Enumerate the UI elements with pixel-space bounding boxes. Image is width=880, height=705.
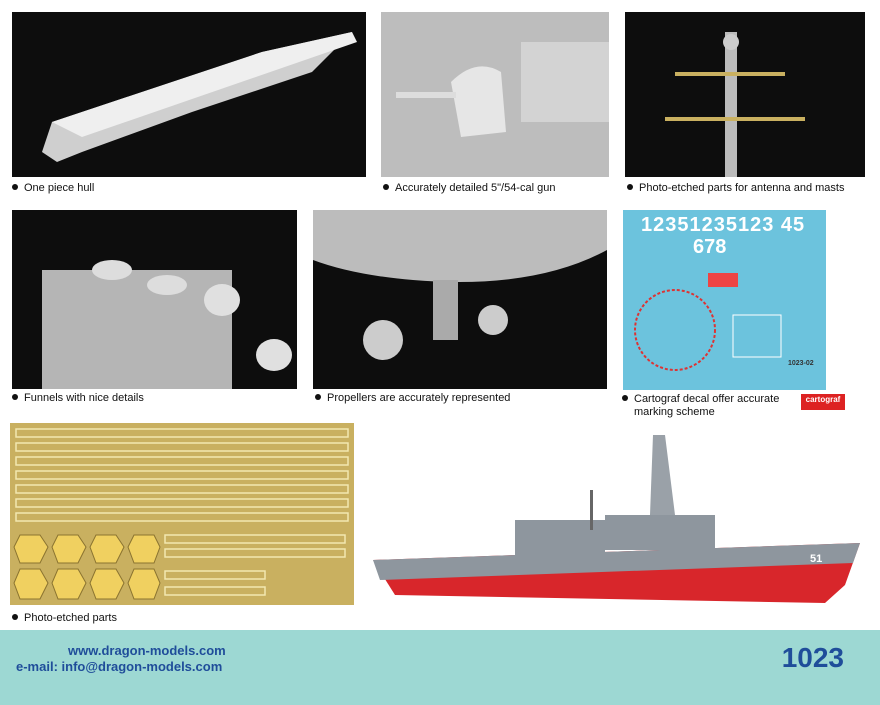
decal-numbers-mid: 678: [693, 236, 727, 258]
propellers-photo: [313, 210, 607, 389]
decal-sheet-code: 1023-02: [788, 360, 814, 367]
caption-pe: Photo-etched parts: [12, 612, 117, 625]
photo-etched-fret: [10, 423, 354, 605]
website-link[interactable]: www.dragon-models.com: [68, 643, 226, 658]
cartograf-logo: cartograf: [801, 394, 845, 410]
decal-sheet: 12351235123 45 678 1023-02: [623, 210, 826, 390]
decal-numbers-top: 12351235123 45: [641, 214, 806, 236]
ship-hull-number: 51: [810, 553, 823, 565]
caption-propellers: Propellers are accurately represented: [315, 392, 510, 405]
funnels-photo: [12, 210, 297, 389]
caption-masts: Photo-etched parts for antenna and masts: [627, 182, 844, 195]
product-number: 1023: [781, 642, 844, 673]
email-link[interactable]: e-mail: info@dragon-models.com: [16, 659, 223, 674]
ship-profile: 51: [365, 435, 865, 605]
masts-photo: [625, 12, 865, 177]
caption-gun: Accurately detailed 5"/54-cal gun: [383, 182, 555, 195]
caption-funnels: Funnels with nice details: [12, 392, 144, 405]
caption-hull: One piece hull: [12, 182, 94, 195]
gun-photo: [381, 12, 609, 177]
footer: www.dragon-models.com e-mail: info@drago…: [0, 630, 880, 705]
hull-photo: [12, 12, 366, 177]
